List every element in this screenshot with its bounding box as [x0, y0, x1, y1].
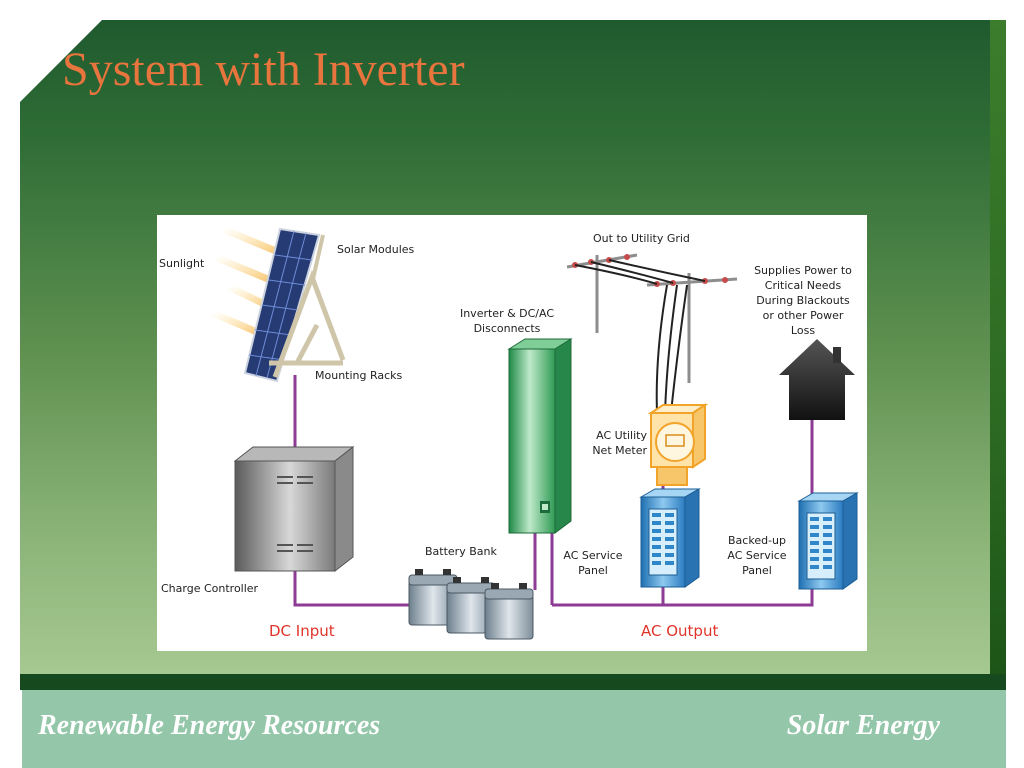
rack-arm [311, 234, 325, 280]
label-battery-bank: Battery Bank [425, 545, 497, 558]
ac-utility-net-meter [647, 403, 709, 486]
label-net-meter-line1: AC Utility [596, 429, 647, 442]
slide-bottom-rail [20, 674, 1006, 690]
solar-system-diagram: Sunlight Solar Modules Mounting Racks Ch… [157, 215, 867, 651]
label-backup-panel-line1: Backed-up [728, 534, 786, 547]
wiring [293, 375, 814, 607]
label-net-meter-line2: Net Meter [592, 444, 647, 457]
footer-topic: Solar Energy [786, 710, 940, 741]
backed-up-ac-service-panel [797, 492, 859, 590]
label-solar-modules: Solar Modules [337, 243, 415, 256]
label-inverter-line2: Disconnects [474, 322, 541, 335]
label-dc-input: DC Input [269, 622, 335, 640]
house-icon [779, 339, 855, 420]
corner-fold [20, 20, 102, 102]
label-ac-output: AC Output [641, 622, 718, 640]
label-service-panel-line1: AC Service [563, 549, 622, 562]
battery-cell [408, 569, 458, 626]
battery-cell [446, 577, 496, 634]
solar-module [243, 227, 321, 383]
footer-course-title: Renewable Energy Resources [38, 710, 381, 741]
label-charge-controller: Charge Controller [161, 582, 259, 595]
utility-poles [566, 253, 738, 414]
label-backup-panel-line3: Panel [742, 564, 772, 577]
inverter-cabinet [507, 338, 573, 534]
slide-title: System with Inverter [62, 43, 465, 96]
wire-ac-bus [552, 585, 814, 607]
wire-controller-to-battery [293, 565, 412, 607]
label-critical-line5: Loss [791, 324, 815, 337]
ac-service-panel [639, 488, 701, 588]
footer-bar: Renewable Energy Resources Solar Energy [22, 690, 1006, 768]
charge-controller [233, 445, 355, 573]
label-critical-line1: Supplies Power to [754, 264, 852, 277]
label-critical-line3: During Blackouts [756, 294, 850, 307]
battery-cell [484, 583, 534, 640]
label-critical-line2: Critical Needs [765, 279, 842, 292]
diagram-svg: Sunlight Solar Modules Mounting Racks Ch… [159, 225, 859, 640]
label-utility-grid: Out to Utility Grid [593, 232, 690, 245]
battery-bank [408, 569, 534, 640]
slide-right-rail [990, 20, 1006, 690]
label-backup-panel-line2: AC Service [727, 549, 786, 562]
label-sunlight: Sunlight [159, 257, 205, 270]
label-critical-line4: or other Power [763, 309, 844, 322]
label-service-panel-line2: Panel [578, 564, 608, 577]
label-inverter-line1: Inverter & DC/AC [460, 307, 554, 320]
label-mounting-racks: Mounting Racks [315, 369, 403, 382]
